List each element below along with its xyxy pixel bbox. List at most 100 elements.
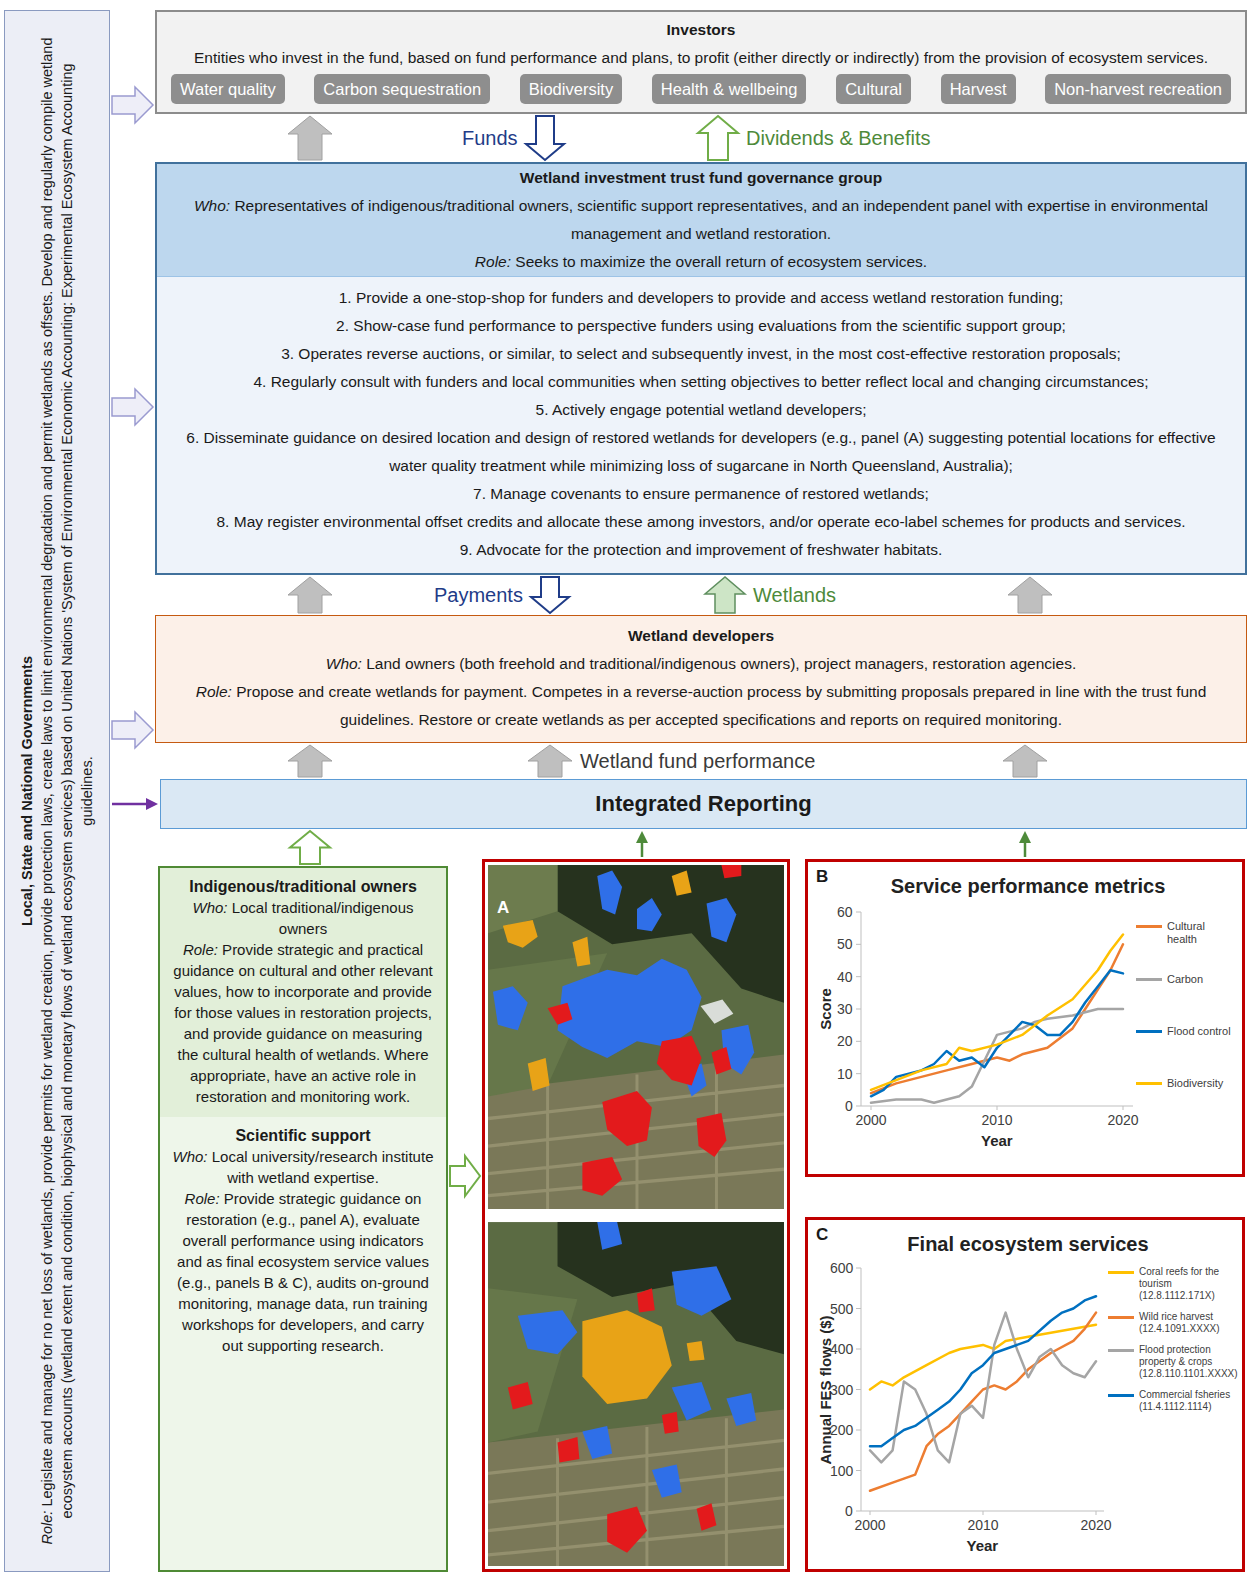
axis-title: Year (981, 1132, 1013, 1150)
legend-swatch (1108, 1316, 1134, 1319)
tick-mark (856, 1268, 861, 1269)
tick-mark (856, 1349, 861, 1350)
map-shape (488, 1418, 784, 1566)
government-band: Local, State and National GovernmentsRol… (4, 10, 110, 1572)
node-heading: Non-harvest recreation (1054, 78, 1222, 100)
flow-arrow (526, 116, 564, 160)
map-shape (488, 1222, 784, 1566)
tick-mark (856, 1308, 861, 1309)
map-shape (488, 1409, 784, 1566)
service-tag: Health & wellbeing (652, 74, 807, 104)
node-heading: Investors (171, 16, 1231, 44)
tick-mark (856, 1470, 861, 1471)
series-line (870, 1313, 1096, 1491)
flow-arrow (112, 798, 158, 810)
field-prefix: Role: (475, 253, 511, 270)
block-arrow (705, 577, 745, 613)
node-text: 6. Disseminate guidance on desired locat… (173, 424, 1229, 480)
flow-label: Wetland fund performance (580, 750, 815, 772)
flow-arrow (1003, 745, 1047, 777)
node-text: Role: Provide strategic and practical gu… (172, 939, 434, 1107)
service-tag: Non-harvest recreation (1045, 74, 1231, 104)
node-text: Service performance metrics (828, 874, 1228, 898)
axis-tick: 0 (845, 1503, 853, 1519)
tick-mark (997, 1106, 998, 1110)
map-shape (707, 898, 737, 942)
node-heading: Carbon sequestration (323, 78, 481, 100)
series-line (871, 970, 1123, 1096)
node-text: Final ecosystem services (828, 1232, 1228, 1256)
field-prefix: Role: (185, 1190, 220, 1207)
map-shape (548, 1003, 573, 1025)
map-shape (701, 999, 734, 1023)
axis-title: Annual FES flows ($) (817, 1315, 835, 1464)
node-text: Entities who invest in the fund, based o… (171, 44, 1231, 72)
node-heading: C (816, 1225, 828, 1245)
service-tag: Water quality (171, 74, 285, 104)
map-shape (508, 1382, 533, 1410)
flow-arrow (288, 116, 332, 160)
block-arrow (1003, 745, 1047, 777)
flow-arrow (112, 87, 153, 123)
legend-swatch (1136, 978, 1162, 981)
field-prefix: Role: (183, 941, 218, 958)
axis-tick: 60 (837, 904, 853, 920)
legend-item: Coral reefs for the tourism (12.8.1112.1… (1108, 1266, 1239, 1302)
block-arrow (288, 577, 332, 613)
legend-item: Cultural health (1136, 920, 1237, 946)
block-arrow (288, 745, 332, 777)
field-prefix: Role: (39, 1511, 55, 1545)
field-prefix: Who: (326, 655, 362, 672)
node-heading: Wetland investment trust fund governance… (157, 164, 1245, 192)
series-line (870, 1313, 1096, 1463)
node-text: Role: Legislate and manage for no net lo… (37, 31, 97, 1551)
map-shape (711, 1047, 731, 1075)
legend-item: Biodiversity (1136, 1077, 1237, 1090)
map-shape (488, 1055, 784, 1209)
node-heading: Water quality (180, 78, 276, 100)
map-shape (697, 1503, 717, 1531)
field-prefix: Who: (193, 899, 228, 916)
legend-swatch (1136, 925, 1162, 928)
axis-tick: 20 (837, 1033, 853, 1049)
year-tick: 2010 (968, 1517, 999, 1533)
node-heading: Scientific support (172, 1125, 434, 1146)
node-text: Role: Propose and create wetlands for pa… (172, 678, 1230, 734)
tick-mark (856, 1041, 861, 1042)
legend-swatch (1108, 1394, 1134, 1397)
series-line (870, 1296, 1096, 1446)
flow-label: Wetlands (753, 584, 836, 606)
flow-arrow (528, 745, 572, 777)
map-shape (503, 920, 538, 948)
block-arrow (112, 712, 153, 748)
tick-mark (1096, 1511, 1097, 1515)
node-text: 7. Manage covenants to ensure permanence… (173, 480, 1229, 508)
series-line (871, 935, 1123, 1090)
legend-item: Flood protection property & crops (12.8.… (1108, 1344, 1239, 1380)
map-shape (652, 1465, 682, 1498)
flow-arrow (288, 745, 332, 777)
flow-arrow (450, 1156, 480, 1196)
tick-mark (983, 1511, 984, 1515)
legend-item: Wild rice harvest (12.4.1091.XXXX) (1108, 1311, 1239, 1335)
flow-arrow (1008, 577, 1052, 613)
service-tag: Carbon sequestration (314, 74, 490, 104)
map-shape (488, 865, 784, 1209)
owner-box: Indigenous/traditional ownersWho: Local … (158, 866, 448, 1117)
satellite-map (488, 865, 784, 1566)
tick-mark (870, 1511, 871, 1515)
map-shape (508, 1288, 717, 1553)
legend-swatch (1108, 1349, 1134, 1352)
map-shape (637, 1288, 655, 1312)
node-text: 2. Show-case fund performance to perspec… (173, 312, 1229, 340)
map-shape (493, 871, 754, 1097)
map-shape (518, 1310, 578, 1354)
node-text: Who: Local university/research institute… (172, 1146, 434, 1188)
map-shape (657, 1036, 702, 1086)
map-shape (602, 1091, 652, 1146)
rotated-text: Local, State and National GovernmentsRol… (17, 31, 97, 1551)
map-shape (582, 1426, 612, 1459)
axis-tick: 600 (830, 1260, 853, 1276)
field-prefix: Who: (173, 1148, 208, 1165)
